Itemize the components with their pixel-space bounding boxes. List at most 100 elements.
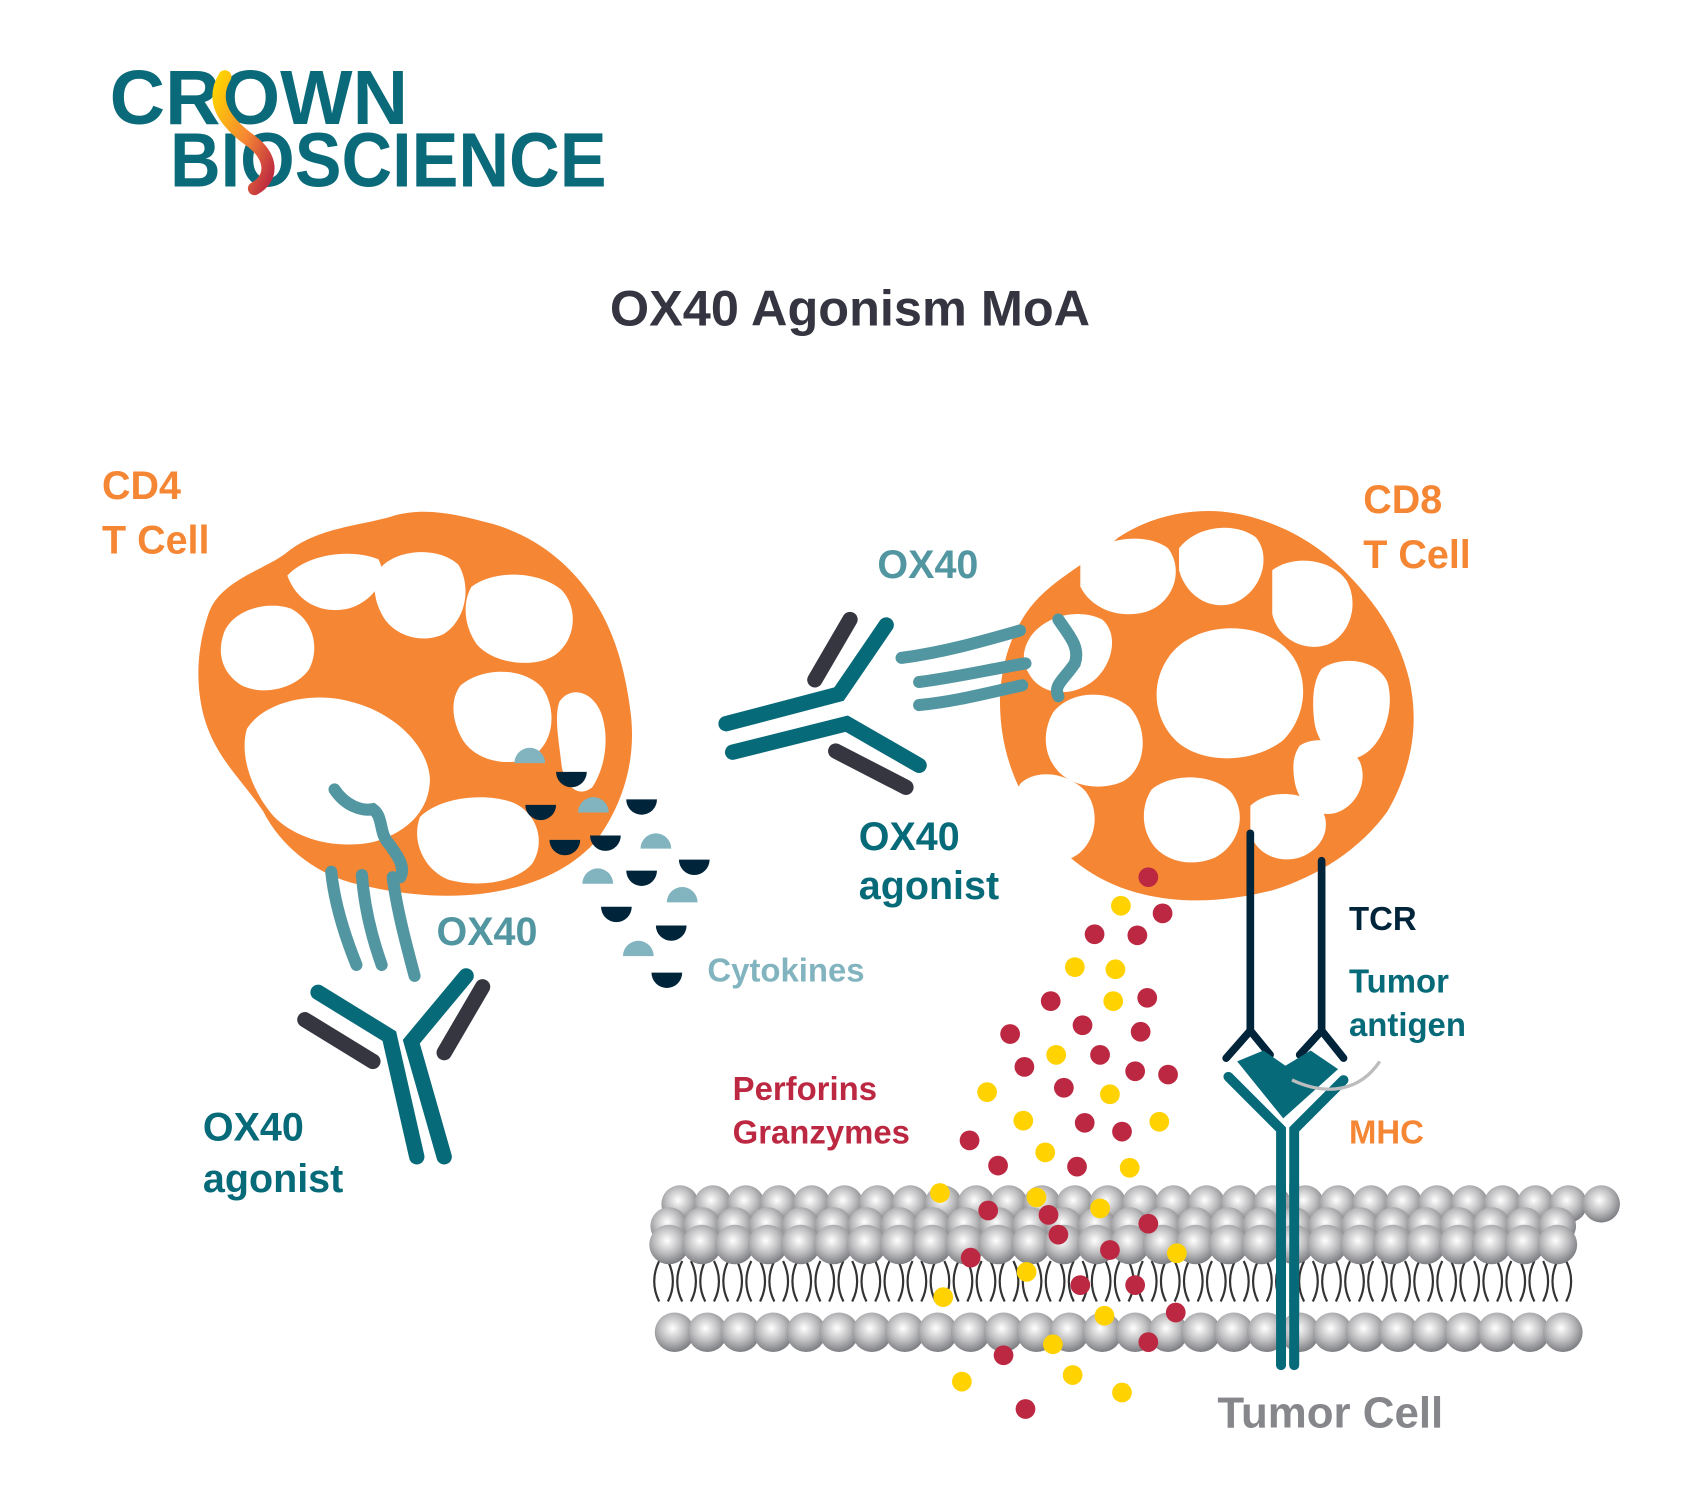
granzyme-dot — [1130, 1021, 1151, 1042]
lipid-head — [819, 1312, 859, 1352]
lipid-tail — [1044, 1260, 1052, 1303]
tumor-antigen-pointer — [1291, 1060, 1382, 1091]
lipid-head — [1011, 1224, 1051, 1265]
lipid-head — [879, 1224, 920, 1265]
lipid-tail — [1436, 1260, 1444, 1303]
granzyme-dot — [978, 1200, 999, 1221]
cytokine-dark — [601, 906, 632, 923]
perforin-dot — [977, 1082, 997, 1102]
cd4-label-line2: T Cell — [102, 519, 209, 563]
perforin-dot — [1166, 1243, 1187, 1264]
lipid-tail — [1367, 1260, 1375, 1303]
cytokine-dark — [590, 835, 621, 851]
lipid-head — [885, 1312, 925, 1352]
lipid-tail — [1403, 1260, 1411, 1303]
perforin-granzyme-granules — [930, 867, 1187, 1419]
ox40-receptor-left — [325, 783, 421, 982]
lipid-tail — [906, 1260, 914, 1303]
lipid-tail — [759, 1260, 767, 1303]
granzyme-dot — [1090, 1044, 1110, 1065]
cytokine-light — [578, 797, 609, 813]
cytokine-light — [666, 887, 698, 903]
cd4-t-cell — [198, 511, 633, 896]
logo-ribbon-icon — [212, 70, 275, 196]
lipid-head — [918, 1312, 958, 1352]
granzyme-dot — [960, 1247, 981, 1268]
lipid-tail — [1344, 1260, 1352, 1303]
cytokine-dark — [556, 771, 587, 788]
lipid-head — [1214, 1312, 1254, 1352]
lipid-tail — [1219, 1260, 1227, 1303]
cytokine-light — [582, 868, 614, 884]
lipid-tail — [1519, 1260, 1527, 1303]
lipid-tail — [666, 1260, 674, 1303]
granzyme-dot — [1084, 924, 1105, 945]
lipid-tail — [1542, 1260, 1550, 1303]
lipid-tail — [1565, 1260, 1573, 1303]
lipid-head — [1340, 1224, 1380, 1265]
tcr-receptor — [1222, 829, 1348, 1062]
granzyme-dot — [1138, 1213, 1159, 1234]
lipid-tail — [1473, 1260, 1481, 1303]
lipid-tail — [1173, 1260, 1181, 1303]
lipid-head — [1582, 1185, 1620, 1223]
lipid-tail — [1196, 1260, 1204, 1303]
cd8-cell-pores — [1015, 527, 1390, 863]
cd4-label-line1: CD4 — [102, 464, 181, 508]
granzyme-dot — [1048, 1224, 1069, 1245]
granzyme-dot — [1074, 1112, 1095, 1133]
cytokine-light — [622, 940, 654, 957]
perforin-dot — [1149, 1111, 1170, 1132]
perforin-dot — [1111, 895, 1131, 916]
lipid-tail — [883, 1260, 891, 1303]
cytokine-dark — [626, 799, 657, 815]
cd8-label-line2: T Cell — [1363, 533, 1470, 577]
perforin-dot — [1094, 1305, 1115, 1326]
ox40-label-left: OX40 — [437, 910, 538, 954]
cytokine-light — [514, 747, 546, 764]
lipid-tail — [998, 1260, 1006, 1303]
granzyme-dot — [988, 1155, 1008, 1176]
lipid-head — [1504, 1224, 1545, 1265]
perforin-dot — [1026, 1187, 1047, 1208]
tumor-antigen-shape — [1237, 1050, 1339, 1119]
lipid-head — [852, 1312, 892, 1352]
granzyme-dot — [959, 1130, 980, 1151]
lipid-head — [1312, 1312, 1353, 1352]
lipid-tail — [1067, 1260, 1075, 1303]
crown-bioscience-logo: CROWN BIOSCIENCE — [110, 56, 607, 203]
lipid-tail — [1311, 1260, 1319, 1303]
lipid-tail — [1182, 1260, 1190, 1303]
lipid-head — [950, 1312, 991, 1352]
lipid-head — [1378, 1312, 1419, 1352]
page-title: OX40 Agonism MoA — [610, 280, 1090, 337]
lipid-head — [1345, 1312, 1386, 1352]
granzyme-dot — [1137, 987, 1158, 1008]
cytokine-dark — [525, 804, 557, 821]
granzyme-dot — [1000, 1024, 1020, 1044]
lipid-tail — [1357, 1260, 1365, 1303]
lipid-tail — [676, 1260, 684, 1303]
lipid-head — [780, 1224, 821, 1265]
lipid-tail — [828, 1260, 836, 1303]
cd4-cell-pores — [220, 552, 606, 884]
lipid-head — [1082, 1312, 1122, 1352]
lipid-tail — [1113, 1260, 1121, 1303]
lipid-tail — [989, 1260, 997, 1303]
lipid-head — [1537, 1224, 1578, 1265]
lipid-head — [1241, 1224, 1282, 1265]
granzyme-dot — [1054, 1077, 1074, 1098]
perforin-dot — [1119, 1157, 1140, 1178]
lipid-tail — [1334, 1260, 1342, 1303]
perforin-dot — [1062, 1365, 1083, 1385]
lipid-head — [1411, 1312, 1452, 1352]
lipid-tail — [1450, 1260, 1458, 1303]
cytokines-label: Cytokines — [707, 951, 864, 988]
granzyme-dot — [1138, 867, 1159, 888]
perforin-dot — [1103, 991, 1124, 1011]
granzyme-dot — [1015, 1399, 1036, 1419]
lipid-tail — [1528, 1260, 1536, 1303]
lipid-head — [715, 1224, 755, 1265]
agonist-left-line1: OX40 — [203, 1105, 304, 1149]
lipid-head — [1510, 1312, 1550, 1352]
